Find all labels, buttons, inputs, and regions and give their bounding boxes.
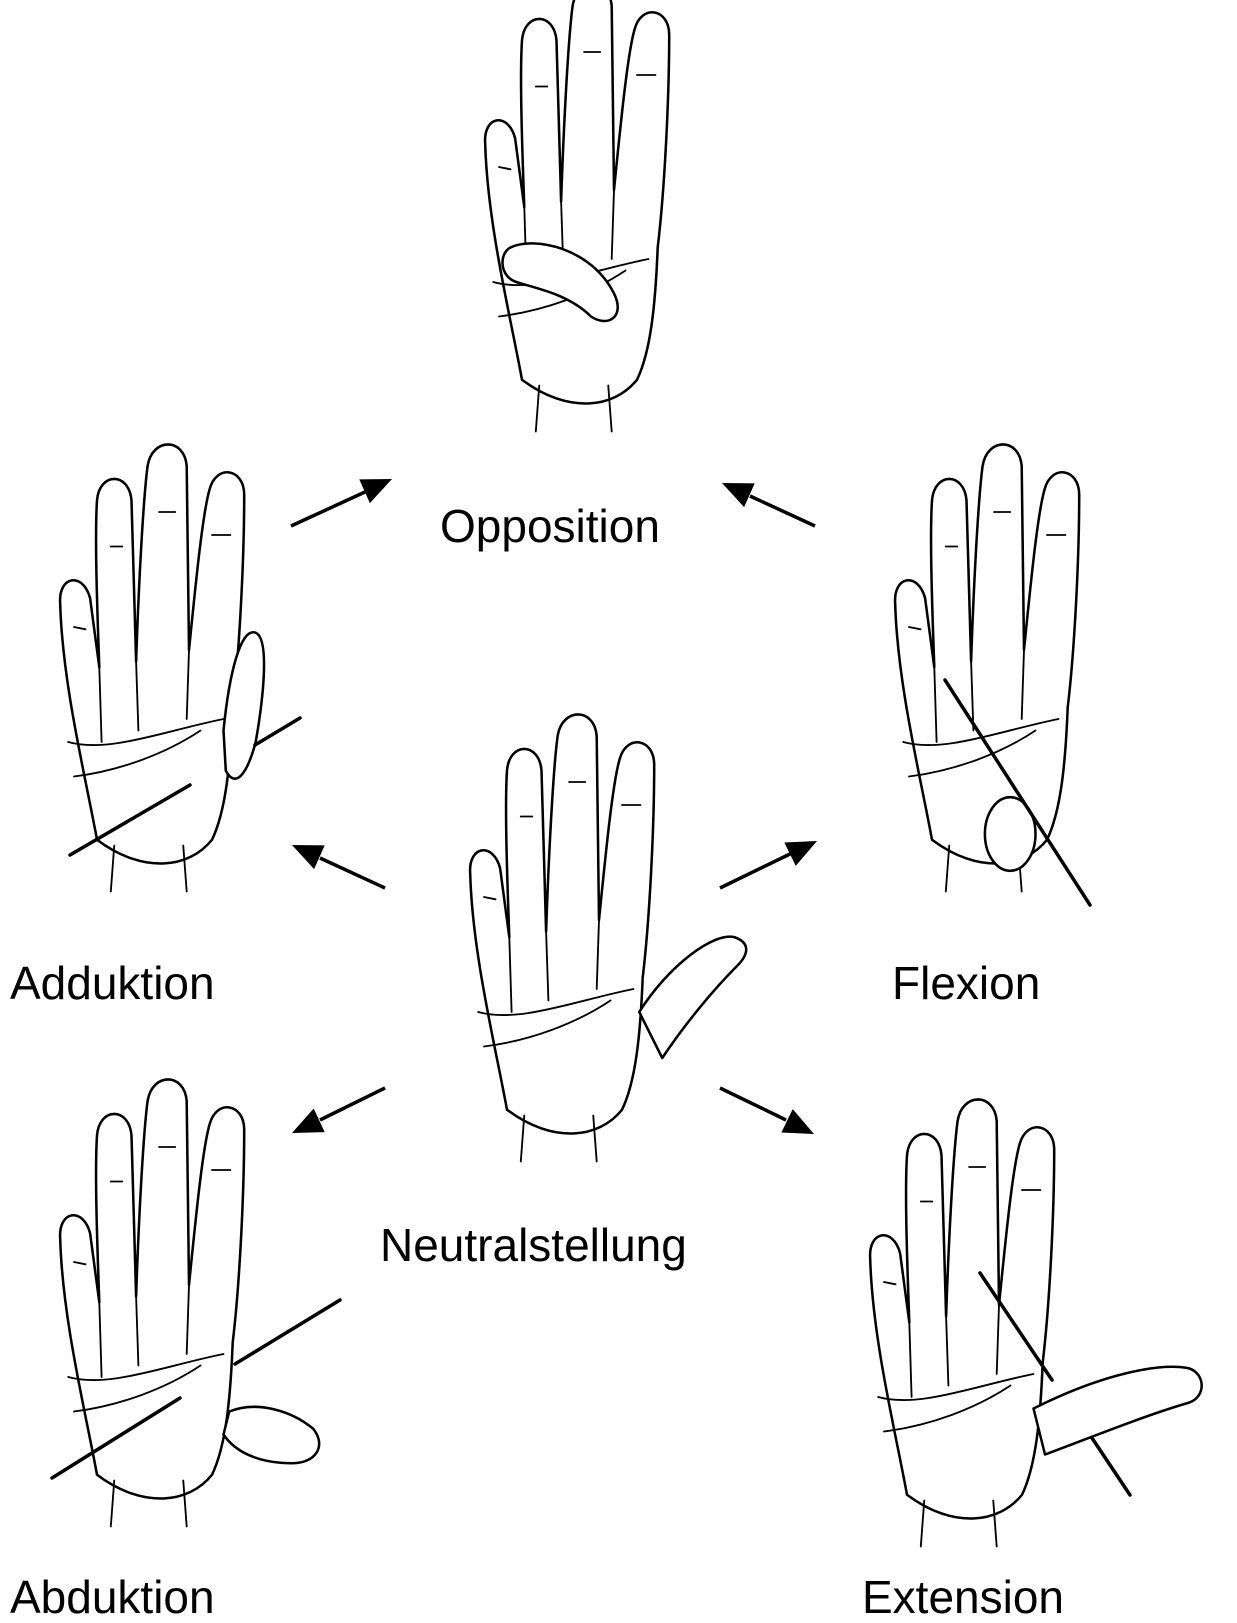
axis-abduktion-b: [235, 1300, 340, 1364]
label-adduktion: Adduktion: [10, 960, 215, 1006]
thumb-extended: [1034, 1367, 1202, 1455]
hand-neutral: [470, 714, 746, 1161]
hand-opposition: [485, 0, 669, 432]
axis-adduktion-b: [255, 718, 300, 745]
hand-flexion: [895, 444, 1079, 891]
hand-adduktion: [60, 444, 264, 891]
arrow-neutral-to-adduktion: [287, 833, 385, 888]
arrow-adduktion-to-opposition: [291, 467, 397, 526]
hand-abduktion: [60, 1079, 319, 1526]
arrow-neutral-to-extension: [720, 1088, 820, 1146]
label-abduktion: Abduktion: [10, 1574, 215, 1620]
label-neutral: Neutralstellung: [380, 1222, 687, 1268]
label-flexion: Flexion: [892, 960, 1040, 1006]
arrow-flexion-to-opposition: [717, 471, 815, 526]
label-opposition: Opposition: [440, 503, 660, 549]
thumb-neutral: [639, 937, 746, 1058]
arrow-neutral-to-abduktion: [287, 1088, 385, 1145]
hand-extension: [870, 1099, 1202, 1546]
axis-extension-b: [1092, 1438, 1130, 1495]
thumb-abducted: [224, 1407, 320, 1463]
arrow-neutral-to-flexion: [720, 829, 823, 888]
label-extension: Extension: [862, 1574, 1064, 1620]
